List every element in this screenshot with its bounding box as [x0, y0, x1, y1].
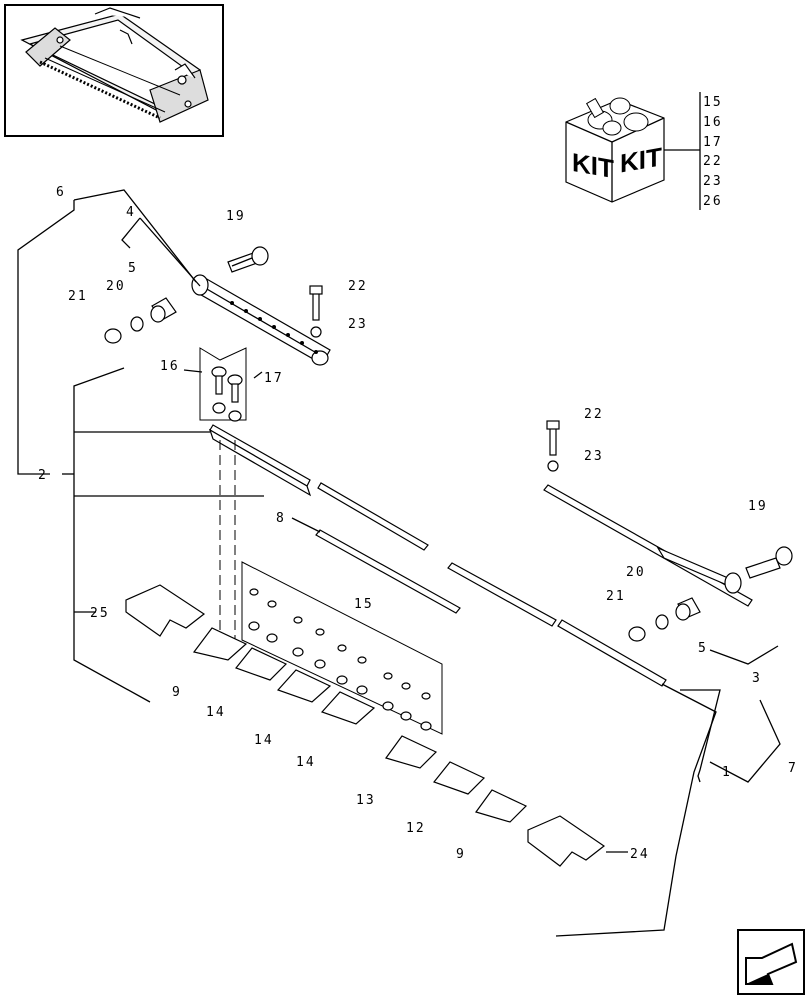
callout-9-left: 9 — [172, 685, 182, 700]
kit-ref-6: 26 — [703, 194, 723, 209]
kit-box: KIT KIT 15 16 17 22 23 26 — [565, 92, 723, 210]
callout-20-upper: 20 — [106, 279, 126, 294]
callout-19-upper: 19 — [226, 209, 246, 224]
right-washer — [655, 614, 669, 630]
callout-8: 8 — [276, 511, 286, 526]
callout-23-upper: 23 — [348, 317, 368, 332]
right-nut — [628, 626, 646, 642]
leader-lines — [17, 189, 781, 937]
right-bushing — [675, 597, 701, 621]
callout-2: 2 — [38, 468, 48, 483]
callout-12: 12 — [406, 821, 426, 836]
callout-5-lower: 5 — [698, 641, 708, 656]
callout-15: 15 — [354, 597, 374, 612]
callout-9-right: 9 — [456, 847, 466, 862]
callout-1: 1 — [722, 765, 732, 780]
callout-17: 17 — [264, 371, 284, 386]
callout-14-a: 14 — [206, 705, 226, 720]
callout-4: 4 — [126, 205, 136, 220]
navigation-arrow-icon[interactable] — [737, 929, 805, 995]
callout-14-c: 14 — [296, 755, 316, 770]
machine-overview-inset — [4, 4, 224, 137]
callout-19-lower: 19 — [748, 499, 768, 514]
section-bolts-group — [241, 561, 443, 735]
callout-7: 7 — [788, 761, 798, 776]
callout-3: 3 — [752, 671, 762, 686]
kit-ref-1: 15 — [703, 95, 723, 110]
right-drive-arm — [543, 484, 753, 607]
kit-ref-4: 22 — [703, 154, 723, 169]
left-nut — [104, 328, 122, 344]
callout-22-upper: 22 — [348, 279, 368, 294]
left-small-bolt — [309, 285, 323, 338]
right-knife-back — [447, 562, 667, 687]
callout-21-lower: 21 — [606, 589, 626, 604]
callout-labels: 6 4 19 5 20 21 22 23 16 17 2 8 25 15 9 1… — [38, 185, 798, 862]
left-washer — [130, 316, 144, 332]
callout-6: 6 — [56, 185, 66, 200]
callout-5-upper: 5 — [128, 261, 138, 276]
kit-label-right: KIT — [620, 141, 662, 178]
callout-22-lower: 22 — [584, 407, 604, 422]
right-pivot-bolt — [745, 546, 793, 579]
left-drive-arm — [191, 274, 331, 366]
left-pivot-bolt — [227, 246, 269, 273]
kit-hardware-illustration — [585, 97, 649, 136]
left-bushing — [150, 297, 177, 323]
kit-ref-2: 16 — [703, 115, 723, 130]
callout-16: 16 — [160, 359, 180, 374]
callout-20-lower: 20 — [626, 565, 646, 580]
kit-label-left: KIT — [572, 147, 614, 184]
callout-13: 13 — [356, 793, 376, 808]
header-frame-illustration — [20, 7, 209, 123]
callout-24: 24 — [630, 847, 650, 862]
callout-23-lower: 23 — [584, 449, 604, 464]
right-small-bolt — [546, 420, 560, 472]
knife-head-bolts — [199, 347, 247, 640]
upper-knife-back — [208, 424, 461, 614]
kit-ref-3: 17 — [703, 135, 723, 150]
kit-ref-5: 23 — [703, 174, 723, 189]
callout-14-b: 14 — [254, 733, 274, 748]
callout-25: 25 — [90, 606, 110, 621]
callout-21-upper: 21 — [68, 289, 88, 304]
knife-sections — [125, 584, 606, 867]
